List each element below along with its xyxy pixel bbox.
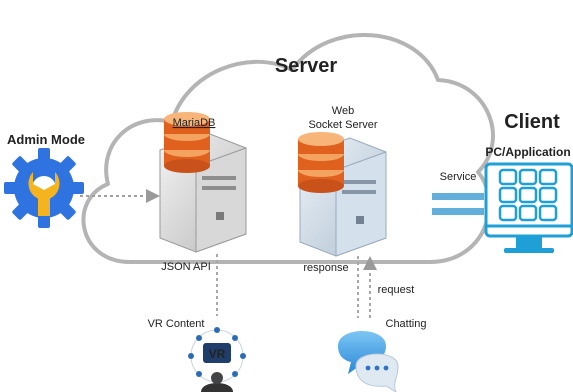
vr-badge-text: VR	[209, 347, 226, 361]
request-label: request	[378, 284, 415, 296]
client-title: Client	[504, 111, 560, 133]
json-api-label: JSON API	[161, 261, 211, 273]
pc-application-label: PC/Application	[485, 145, 570, 159]
service-link	[432, 193, 484, 215]
chatting-label: Chatting	[386, 318, 427, 330]
websocket-server-icon	[299, 137, 387, 257]
service-label: Service	[440, 171, 477, 183]
mariadb-server-icon	[159, 133, 247, 253]
chat-bubbles-icon	[338, 331, 399, 392]
vr-hub-icon: VR	[188, 327, 246, 392]
monitor-app-grid-icon	[484, 162, 573, 253]
gear-wrench-icon	[4, 148, 84, 228]
vr-content-label: VR Content	[148, 318, 205, 330]
websocket-label-line1: Web	[332, 105, 354, 117]
response-label: response	[303, 262, 348, 274]
websocket-label-line2: Socket Server	[308, 119, 377, 131]
mariadb-label: MariaDB	[173, 117, 216, 129]
mariadb-database-icon	[164, 112, 210, 173]
server-title: Server	[275, 55, 337, 77]
admin-mode-label: Admin Mode	[7, 132, 85, 147]
websocket-database-icon	[298, 132, 344, 193]
